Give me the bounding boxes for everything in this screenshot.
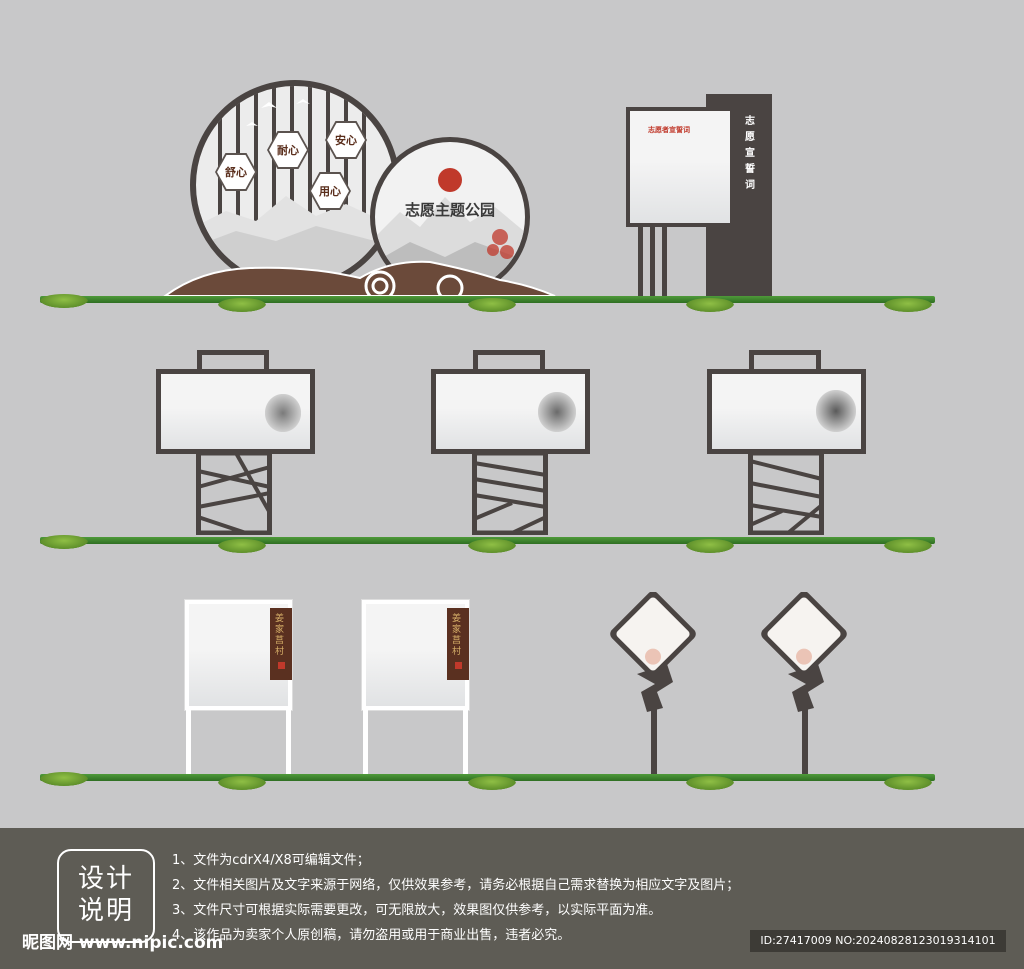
grass-tuft <box>468 776 516 790</box>
grass-tuft <box>884 539 932 553</box>
hex-label-care: 用心 <box>311 174 349 208</box>
billboard-1-top-loop <box>197 350 269 372</box>
design-notes-list: 1、文件为cdrX4/X8可编辑文件； 2、文件相关图片及文字来源于网络，仅供效… <box>172 848 739 948</box>
seal-mark <box>455 662 462 669</box>
note-item: 4、该作品为卖家个人原创稿，请勿盗用或用于商业出售，违者必究。 <box>172 928 571 943</box>
grass-tuft <box>218 776 266 790</box>
billboard-2-ink-art <box>538 392 576 432</box>
white-panel-sign-1-leg-left <box>186 708 191 775</box>
note-item: 3、文件尺寸可根据实际需要更改，可无限放大，效果图仅供参考，以实际平面为准。 <box>172 903 662 918</box>
white-panel-sign-2-side-tag: 姜家莒村 <box>447 608 469 680</box>
billboard-3 <box>707 369 866 454</box>
seal-mark <box>278 662 285 669</box>
hill-base <box>161 260 556 300</box>
site-watermark: 昵图网 www.nipic.com <box>22 933 224 953</box>
note-item: 1、文件为cdrX4/X8可编辑文件； <box>172 853 370 868</box>
grass-tuft <box>884 298 932 312</box>
side-tag-text: 姜家莒村 <box>452 614 462 657</box>
side-tag-text: 姜家莒村 <box>275 614 285 657</box>
pledge-board-title: 志愿者宣誓词 <box>648 126 690 134</box>
billboard-1-lattice-stand <box>196 453 272 535</box>
diamond-lamp-sign-2 <box>761 592 847 777</box>
stamp-line-2: 说明 <box>77 896 134 926</box>
billboard-2-top-loop <box>473 350 545 372</box>
grass-tuft <box>218 298 266 312</box>
note-item: 2、文件相关图片及文字来源于网络，仅供效果参考，请务必根据自己需求替换为相应文字… <box>172 878 740 893</box>
billboard-1-ink-art <box>265 394 301 432</box>
grass-tuft <box>468 539 516 553</box>
billboard-3-ink-art <box>816 390 856 432</box>
stamp-line-1: 设计 <box>77 864 134 894</box>
white-panel-sign-2-leg-left <box>363 708 368 775</box>
grass-tuft <box>218 539 266 553</box>
grass-tuft <box>40 294 88 308</box>
grass-tuft <box>468 298 516 312</box>
pledge-board: 志愿者宣誓词 <box>626 107 734 227</box>
design-notes-stamp: 设计 说明 <box>57 849 155 943</box>
pledge-board-post-1 <box>638 224 643 296</box>
pledge-vertical-label: 志愿宣誓词 <box>745 116 755 191</box>
signage-scene: 耐心 安心 舒心 用心 志愿主题公园 志愿宣誓词 志愿者宣誓词 <box>40 80 935 790</box>
pledge-board-post-3 <box>662 224 667 296</box>
billboard-2-lattice-stand <box>472 453 548 535</box>
billboard-3-top-loop <box>749 350 821 372</box>
grass-tuft <box>40 772 88 786</box>
pledge-board-post-2 <box>650 224 655 296</box>
hex-label-patience: 耐心 <box>269 133 307 167</box>
billboard-1 <box>156 369 315 454</box>
grass-tuft <box>686 298 734 312</box>
billboard-3-lattice-stand <box>748 453 824 535</box>
grass-tuft <box>686 539 734 553</box>
image-id-label: ID:27417009 NO:20240828123019314101 <box>750 930 1006 952</box>
diamond-lamp-sign-1 <box>610 592 696 777</box>
white-panel-sign-2-leg-right <box>463 708 468 775</box>
grass-tuft <box>40 535 88 549</box>
hex-label-ease: 安心 <box>327 123 365 157</box>
white-panel-sign-1-leg-right <box>286 708 291 775</box>
white-panel-sign-1-side-tag: 姜家莒村 <box>270 608 292 680</box>
park-title: 志愿主题公园 <box>404 201 495 219</box>
billboard-2 <box>431 369 590 454</box>
grass-tuft <box>686 776 734 790</box>
grass-tuft <box>884 776 932 790</box>
